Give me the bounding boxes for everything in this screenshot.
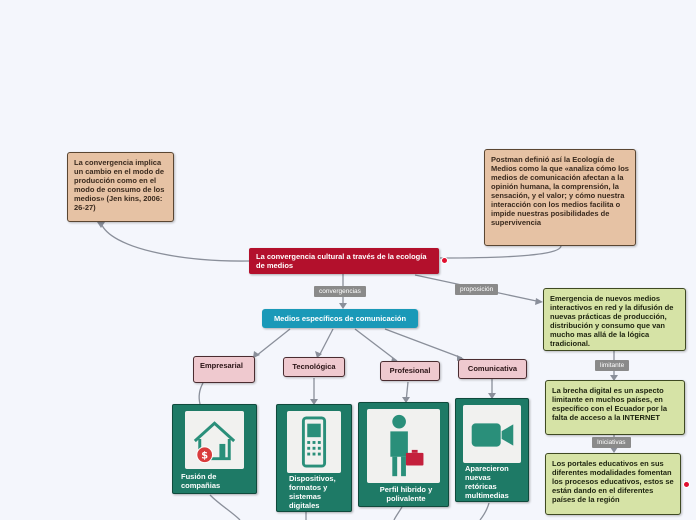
link-postman xyxy=(439,245,562,259)
arrow-tecnologica xyxy=(315,351,322,358)
link-medios-profesional xyxy=(354,328,398,362)
note-portales-text: Los portales educativos en sus diferente… xyxy=(552,459,674,504)
arrow-medios xyxy=(339,303,347,309)
category-tecnologica[interactable]: Tecnológica xyxy=(283,357,345,377)
arrow-portales xyxy=(610,447,618,453)
category-empresarial-text: Empresarial xyxy=(200,361,243,370)
label-convergencias: convergencias xyxy=(314,286,366,297)
arrow-jenkins xyxy=(97,222,105,228)
link-empresarial-card xyxy=(198,382,204,405)
video-camera-icon xyxy=(471,423,514,447)
medios-especificos-text: Medios específicos de comunicación xyxy=(273,314,407,323)
link-card-bottom-1 xyxy=(209,494,241,520)
arrow-tecnologica-card xyxy=(310,399,318,405)
businessman-icon xyxy=(390,414,424,477)
card-empresarial-image: $ xyxy=(185,411,244,469)
arrow-emergencia xyxy=(535,298,543,305)
link-medios-tecnologica xyxy=(318,328,334,357)
arrow-profesional-card xyxy=(402,397,410,403)
central-topic-text: La convergencia cultural a través de la … xyxy=(256,252,427,270)
card-comunicativa-image xyxy=(463,405,521,463)
card-comunicativa[interactable]: Aparecieron nuevas retóricas multimedias xyxy=(455,398,529,502)
card-tecnologica-image xyxy=(287,411,341,473)
link-card-bottom-3 xyxy=(393,506,403,520)
note-jenkins-text: La convergencia implica un cambio en el … xyxy=(74,158,165,212)
card-profesional[interactable]: Perfil hibrido y polivalente xyxy=(358,402,449,507)
collapse-dot-portales[interactable] xyxy=(683,481,690,488)
note-emergencia[interactable]: Emergencia de nuevos medios interactivos… xyxy=(543,288,686,351)
link-jenkins xyxy=(100,222,250,262)
note-portales[interactable]: Los portales educativos en sus diferente… xyxy=(545,453,681,515)
category-profesional[interactable]: Profesional xyxy=(380,361,440,381)
link-medios-comunicativa xyxy=(384,328,463,359)
note-brecha-text: La brecha digital es un aspecto limitant… xyxy=(552,386,668,422)
link-card-bottom-4 xyxy=(479,502,490,520)
svg-text:$: $ xyxy=(201,451,208,462)
category-tecnologica-text: Tecnológica xyxy=(292,362,336,371)
house-dollar-icon: $ xyxy=(193,421,236,464)
arrow-empresarial xyxy=(253,351,260,358)
category-comunicativa[interactable]: Comunicativa xyxy=(458,359,527,379)
central-topic[interactable]: La convergencia cultural a través de la … xyxy=(249,248,439,274)
link-medios-empresarial xyxy=(255,328,291,357)
collapse-dot-central[interactable] xyxy=(441,257,448,264)
label-proposicion: proposición xyxy=(455,284,499,295)
card-profesional-image xyxy=(367,409,440,483)
note-postman-text: Postman definió así la Ecología de Medio… xyxy=(491,155,629,227)
card-tecnologica[interactable]: Dispositivos, formatos y sistemas digita… xyxy=(276,404,352,512)
category-comunicativa-text: Comunicativa xyxy=(467,364,518,373)
category-empresarial[interactable]: Empresarial xyxy=(193,356,255,383)
note-brecha[interactable]: La brecha digital es un aspecto limitant… xyxy=(545,380,685,435)
arrow-brecha xyxy=(610,375,618,381)
card-empresarial[interactable]: $ Fusión de compañias xyxy=(172,404,257,494)
label-iniciativas: Iniciativas xyxy=(592,437,631,448)
card-profesional-text: Perfil hibrido y polivalente xyxy=(379,485,433,503)
card-comunicativa-text: Aparecieron nuevas retóricas multimedias xyxy=(465,464,509,500)
category-profesional-text: Profesional xyxy=(389,366,431,375)
note-postman[interactable]: Postman definió así la Ecología de Medio… xyxy=(484,149,636,246)
card-tecnologica-text: Dispositivos, formatos y sistemas digita… xyxy=(289,474,336,510)
note-jenkins[interactable]: La convergencia implica un cambio en el … xyxy=(67,152,174,222)
arrow-comunicativa-card xyxy=(488,393,496,399)
medios-especificos-node[interactable]: Medios específicos de comunicación xyxy=(262,309,418,328)
mobile-phone-icon xyxy=(301,416,327,468)
card-empresarial-text: Fusión de compañias xyxy=(181,472,221,490)
label-limitante: limitante xyxy=(595,360,630,371)
note-emergencia-text: Emergencia de nuevos medios interactivos… xyxy=(550,294,674,348)
